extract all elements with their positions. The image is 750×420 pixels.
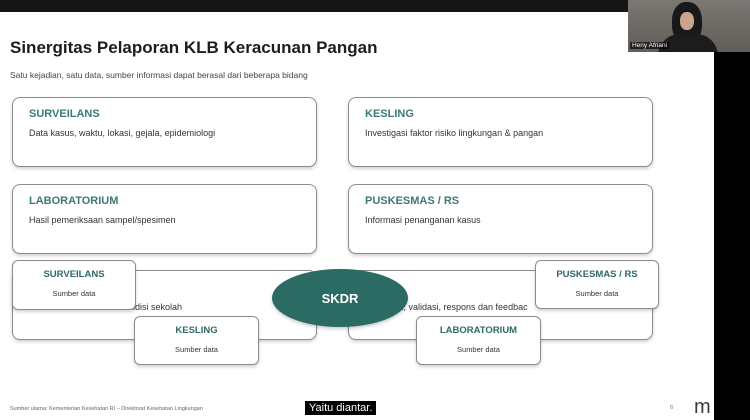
source-box-puskesmas-rs: PUSKESMAS / RS Sumber data bbox=[535, 260, 659, 309]
source-heading: PUSKESMAS / RS bbox=[556, 269, 638, 280]
card-heading: SURVEILANS bbox=[29, 108, 100, 120]
card-heading: PUSKESMAS / RS bbox=[365, 195, 460, 207]
page-number: 6 bbox=[670, 405, 674, 411]
card-heading: LABORATORIUM bbox=[29, 195, 119, 207]
slide-subtitle: Satu kejadian, satu data, sumber informa… bbox=[10, 70, 308, 80]
window-top-bar bbox=[0, 0, 750, 12]
skdr-ellipse: SKDR bbox=[272, 269, 408, 327]
source-box-surveilans: SURVEILANS Sumber data bbox=[12, 260, 136, 310]
source-desc: Sumber data bbox=[457, 345, 500, 354]
card-description: Data kasus, waktu, lokasi, gejala, epide… bbox=[29, 128, 216, 138]
card-heading: KESLING bbox=[365, 108, 414, 120]
participant-face bbox=[680, 12, 694, 30]
card-surveilans: SURVEILANS Data kasus, waktu, lokasi, ge… bbox=[12, 97, 317, 167]
card-puskesmas-rs: PUSKESMAS / RS Informasi penanganan kasu… bbox=[348, 184, 653, 254]
hidden-card-text-left: ndisi sekolah bbox=[130, 302, 183, 312]
watermark-fragment: m bbox=[694, 396, 711, 418]
source-desc: Sumber data bbox=[52, 289, 96, 298]
source-note: Sumber utama: Kementerian Kesehatan RI –… bbox=[10, 406, 203, 412]
participant-body bbox=[658, 34, 718, 52]
source-heading: LABORATORIUM bbox=[439, 325, 518, 336]
card-laboratorium: LABORATORIUM Hasil pemeriksaan sampel/sp… bbox=[12, 184, 317, 254]
slide-title: Sinergitas Pelaporan KLB Keracunan Panga… bbox=[10, 38, 378, 57]
card-description: Informasi penanganan kasus bbox=[365, 215, 481, 225]
card-description: Investigasi faktor risiko lingkungan & p… bbox=[365, 128, 544, 138]
hidden-card-text-right: si, validasi, respons dan feedbac bbox=[397, 302, 528, 312]
card-kesling: KESLING Investigasi faktor risiko lingku… bbox=[348, 97, 653, 167]
source-box-kesling: KESLING Sumber data bbox=[134, 316, 259, 365]
source-heading: SURVEILANS bbox=[43, 269, 105, 280]
source-heading: KESLING bbox=[175, 325, 218, 336]
card-description: Hasil pemeriksaan sampel/spesimen bbox=[29, 215, 176, 225]
source-box-laboratorium: LABORATORIUM Sumber data bbox=[416, 316, 541, 365]
participant-video-tile[interactable]: Heny Afriani bbox=[628, 0, 750, 52]
source-desc: Sumber data bbox=[175, 345, 218, 354]
participant-name: Heny Afriani bbox=[630, 42, 670, 49]
live-caption: Yaitu diantar. bbox=[305, 401, 377, 415]
source-desc: Sumber data bbox=[575, 289, 619, 298]
